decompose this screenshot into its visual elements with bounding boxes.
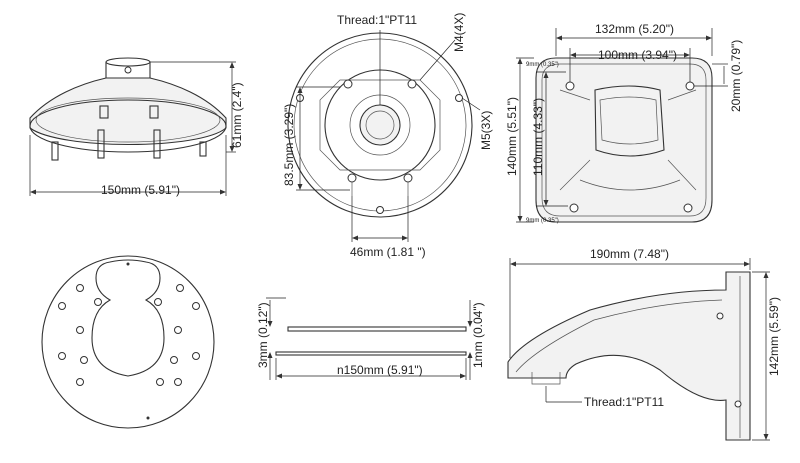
top-right-right-label: 20mm (0.79") <box>729 40 743 112</box>
top-left-height-label: 61mm (2.4") <box>230 82 244 148</box>
pendant-side-view <box>29 57 236 196</box>
top-right-small-bottom-label: 9mm (0.35") <box>526 218 559 224</box>
bottom-right-thread-label: Thread:1"PT11 <box>584 395 664 409</box>
gasket-side-view <box>266 297 473 380</box>
bottom-right-width-label: 190mm (7.48") <box>590 247 669 261</box>
top-right-width-outer-label: 132mm (5.20") <box>595 22 674 36</box>
top-right-height-outer-label: 140mm (5.51") <box>505 97 519 176</box>
wall-plate-front-view <box>516 28 728 223</box>
bottom-right-height-label: 142mm (5.59") <box>767 297 781 376</box>
pendant-top-view <box>287 30 481 242</box>
top-right-small-top-label: 9mm (0.35") <box>526 62 559 68</box>
top-center-m4-label: M4(4X) <box>452 13 466 52</box>
bottom-center-right-label: 1mm (0.04") <box>471 302 485 368</box>
top-center-height-label: 83.5mm (3.29") <box>282 104 296 186</box>
top-center-thread-label: Thread:1"PT11 <box>337 13 417 27</box>
top-left-width-label: 150mm (5.91") <box>101 183 180 197</box>
top-right-height-inner-label: 110mm (4.33") <box>531 98 545 176</box>
top-center-m5-label: M5(3X) <box>479 111 493 150</box>
base-plate-template <box>41 255 215 429</box>
bottom-center-top-label: 3mm (0.12") <box>256 302 270 368</box>
top-center-width-label: 46mm (1.81 ") <box>350 245 426 259</box>
wall-bracket-side-view <box>507 258 770 441</box>
bottom-center-width-label: n150mm (5.91") <box>337 363 423 377</box>
top-right-width-inner-label: 100mm (3.94") <box>598 48 677 62</box>
